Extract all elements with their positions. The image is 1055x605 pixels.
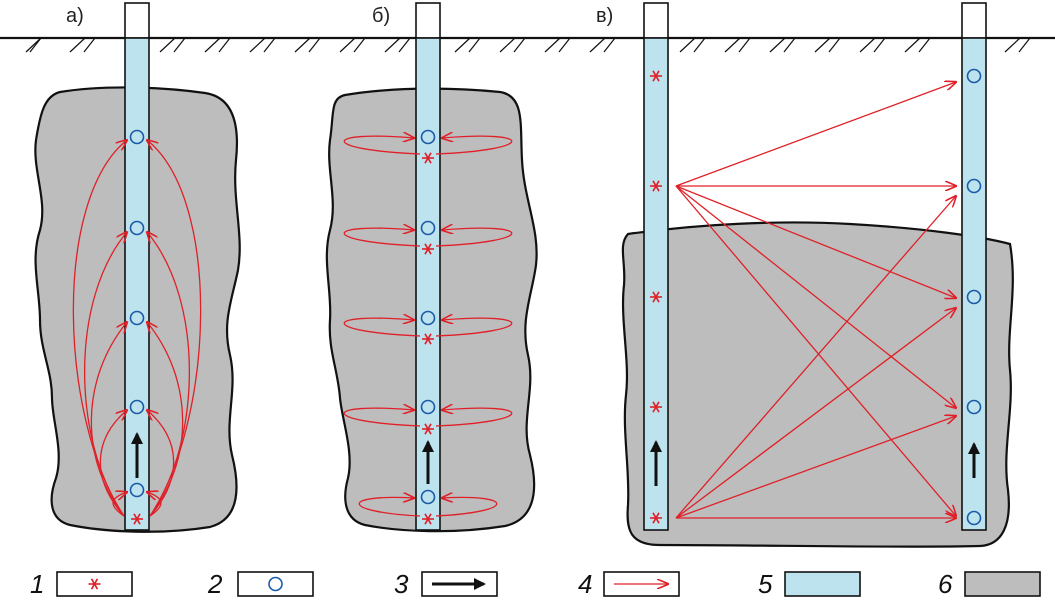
receiver-circle (966, 178, 982, 194)
receiver-circle (420, 310, 436, 326)
legend-receiver-icon (268, 576, 283, 592)
legend-rock-swatch (964, 571, 1041, 597)
receiver-circle (966, 68, 982, 84)
legend-source-icon (88, 578, 101, 590)
legend-box-2 (237, 571, 314, 597)
legend-number-4: 4 (578, 569, 592, 599)
legend-borehole-swatch (784, 571, 861, 597)
receiver-circle (129, 220, 145, 236)
receiver-circle (129, 129, 145, 145)
receiver-circle (420, 220, 436, 236)
panel-label-b: б) (372, 5, 390, 27)
receiver-circle (129, 399, 145, 415)
panel-label-c: в) (596, 5, 613, 27)
legend-number-5: 5 (758, 569, 773, 599)
legend: 1 2 3 4 5 6 (30, 569, 1041, 599)
receiver-circle (966, 510, 982, 526)
receiver-circle (966, 399, 982, 415)
legend-number-1: 1 (30, 569, 44, 599)
rays-panel-b (343, 136, 513, 517)
receivers-panel-b (420, 129, 436, 505)
receiver-circle (420, 129, 436, 145)
receivers-panel-c (966, 68, 982, 526)
rays-panel-c (675, 82, 956, 518)
borehole-b (415, 2, 441, 531)
receiver-circle (420, 489, 436, 505)
legend-number-2: 2 (207, 569, 223, 599)
ground-hatching (25, 37, 1031, 53)
rays-panel-a (72, 140, 202, 517)
rock-body-c (621, 221, 1014, 548)
panel-label-a: а) (66, 5, 84, 27)
receiver-circle (129, 310, 145, 326)
source-panel-a (131, 513, 143, 525)
sources-panel-b (422, 152, 434, 525)
sources-panel-c (650, 70, 662, 524)
receiver-circle (129, 482, 145, 498)
legend-number-6: 6 (938, 569, 953, 599)
receivers-panel-a (129, 129, 145, 498)
receiver-circle (966, 289, 982, 305)
receiver-circle (420, 399, 436, 415)
legend-number-3: 3 (394, 569, 409, 599)
